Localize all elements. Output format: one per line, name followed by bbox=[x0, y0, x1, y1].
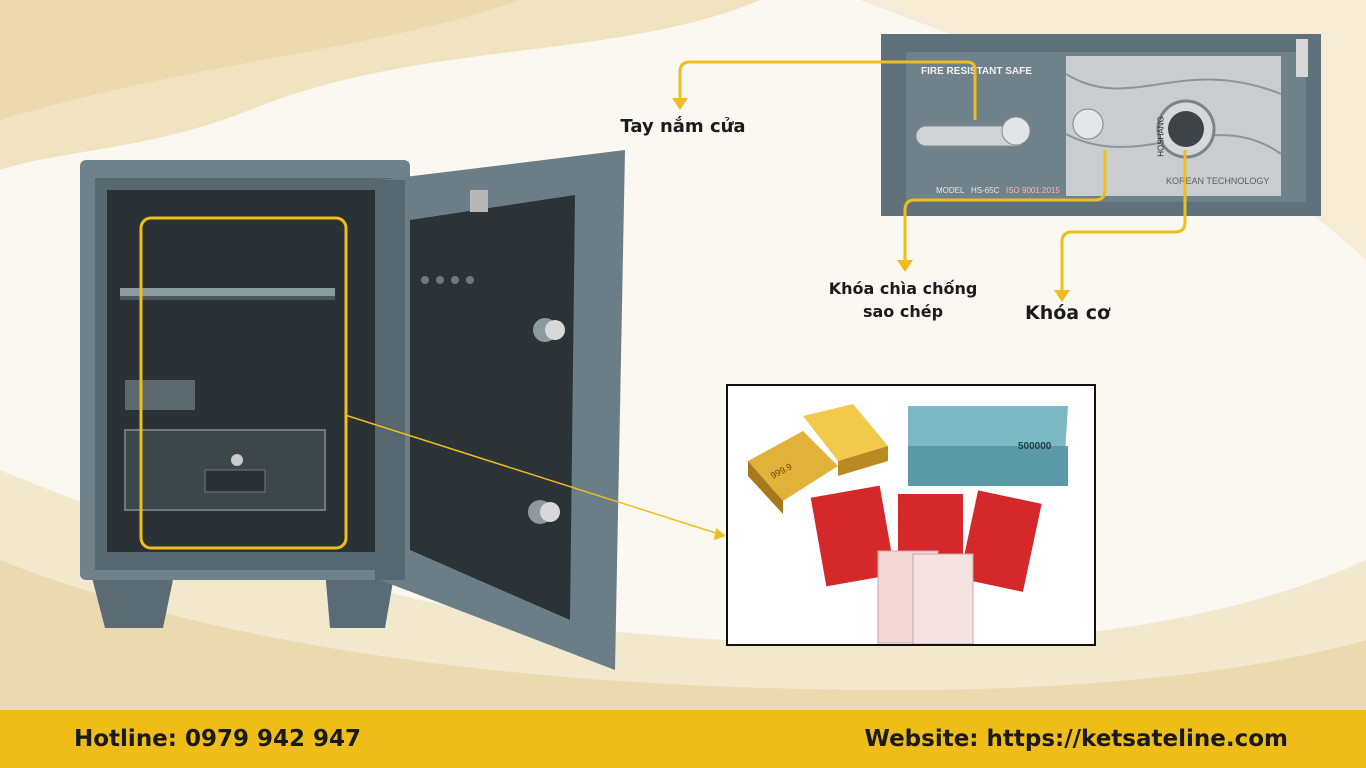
callout-anti-copy-key-line1: Khóa chìa chống bbox=[828, 279, 978, 298]
safe-illustration bbox=[80, 150, 625, 670]
website-link[interactable]: Website: https://ketsateline.com bbox=[864, 726, 1288, 752]
model-label: MODEL bbox=[936, 186, 965, 195]
model-value: HS-65C bbox=[971, 186, 1000, 195]
tech-text: KOREAN TECHNOLOGY bbox=[1166, 176, 1270, 186]
brand-text: FIRE RESISTANT SAFE bbox=[921, 66, 1032, 77]
callout-anti-copy-key-line2: sao chép bbox=[862, 302, 944, 321]
lock-panel-closeup: FIRE RESISTANT SAFE MODEL HS-65C ISO 900… bbox=[881, 34, 1321, 216]
callout-door-handle: Tay nắm cửa bbox=[620, 116, 746, 137]
callout-mechanical-lock: Khóa cơ bbox=[1024, 302, 1111, 324]
dial-brand: HOSHANG bbox=[1156, 116, 1166, 157]
hotline-text[interactable]: Hotline: 0979 942 947 bbox=[74, 726, 362, 752]
iso-text: ISO 9001:2015 bbox=[1006, 186, 1060, 195]
footer-bar: Hotline: 0979 942 947 Website: https://k… bbox=[0, 710, 1366, 768]
banknote-text: 500000 bbox=[1018, 441, 1052, 452]
valuables-photo: 999.9 500000 bbox=[726, 384, 1096, 646]
